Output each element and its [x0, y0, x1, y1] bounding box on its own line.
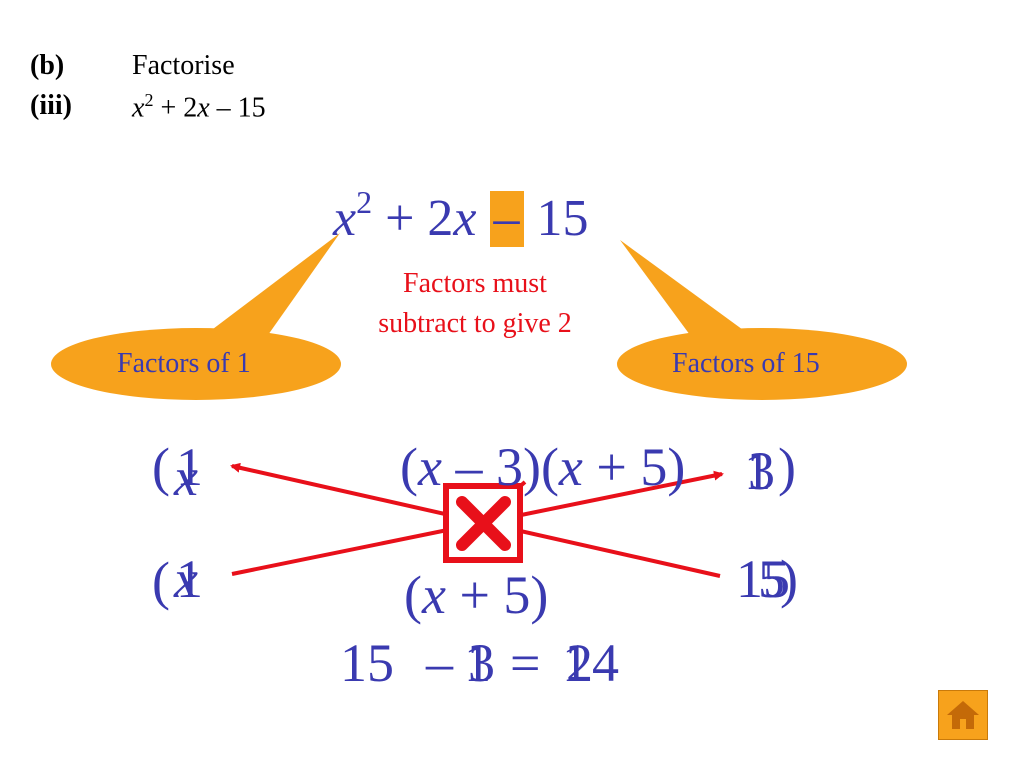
left-bottom-paren: (: [152, 551, 170, 611]
q-x2: x: [197, 92, 210, 124]
main-const: 15: [536, 190, 589, 247]
eq-r4: 4: [592, 633, 619, 693]
main-x: x: [333, 190, 357, 247]
left-callout-tail: [205, 233, 340, 335]
q-minus: –: [216, 92, 231, 124]
eq-r2: 2: [566, 633, 593, 693]
highlighted-minus: –: [489, 191, 524, 247]
ans-x2: x: [558, 437, 583, 497]
eq-1: 1: [464, 633, 491, 693]
lower-close: ): [530, 565, 549, 625]
ans-num1: 3: [495, 437, 523, 497]
note-line-2: subtract to give 2: [378, 308, 572, 339]
ans-open2: (: [540, 437, 559, 497]
right-bottom-5: 5: [758, 549, 785, 609]
main-expression: x2 + 2x – 15: [333, 172, 589, 249]
q-coef: 2: [183, 92, 198, 124]
lower-num: 5: [503, 565, 531, 625]
right-top-1: 1: [744, 441, 771, 501]
ans-close1: ): [522, 437, 541, 497]
lower-op: +: [459, 565, 490, 625]
question-expression: x2 + 2x – 15: [132, 90, 266, 124]
left-bottom-1: 1: [176, 549, 203, 609]
q-plus: +: [160, 92, 177, 124]
main-coef: 2: [427, 190, 454, 247]
ans-num2: 5: [640, 437, 668, 497]
lower-factor: (x + 5): [404, 564, 548, 626]
right-callout-ellipse: [617, 328, 907, 400]
right-bottom-paren: ): [780, 549, 798, 609]
left-callout-label: Factors of 1: [117, 348, 251, 379]
q-x: x: [132, 92, 145, 124]
left-top-1: 1: [176, 437, 203, 497]
main-plus: +: [385, 190, 415, 247]
right-callout-label: Factors of 15: [672, 348, 820, 379]
part-label-iii: (iii): [30, 90, 72, 121]
left-bottom-x: x: [174, 549, 198, 609]
note-line-1: Factors must: [403, 268, 547, 299]
right-top-3: 3: [748, 441, 775, 501]
q-const: 15: [237, 92, 266, 124]
main-x2: x: [453, 190, 477, 247]
q-sup: 2: [144, 90, 154, 110]
lower-x: x: [421, 565, 446, 625]
left-callout-ellipse: [51, 328, 341, 400]
eq-minus: –: [426, 633, 453, 693]
ans-open1: (: [400, 437, 418, 497]
main-sup: 2: [356, 184, 373, 220]
eq-r1: 1: [562, 633, 589, 693]
home-button[interactable]: [938, 690, 988, 740]
left-top-x: x: [174, 447, 198, 507]
ans-x1: x: [417, 437, 442, 497]
instruction-text: Factorise: [132, 50, 235, 81]
ans-op2: +: [596, 437, 627, 497]
right-callout-tail: [620, 240, 750, 335]
eq-15: 15: [340, 633, 394, 693]
eq-3: 3: [468, 633, 495, 693]
home-icon: [947, 701, 979, 729]
left-top-paren: (: [152, 437, 170, 497]
ans-op1: –: [455, 437, 483, 497]
part-label-b: (b): [30, 50, 65, 81]
lower-open: (: [404, 565, 422, 625]
answer-expression: (x – 3)(x + 5): [400, 436, 685, 498]
right-bottom-15: 15: [736, 549, 790, 609]
eq-equals: =: [510, 633, 541, 693]
ans-close2: ): [667, 437, 686, 497]
subtract-note: Factors must subtract to give 2: [345, 264, 605, 344]
cross-mark-icon: [456, 496, 511, 551]
right-top-paren: ): [778, 437, 796, 497]
